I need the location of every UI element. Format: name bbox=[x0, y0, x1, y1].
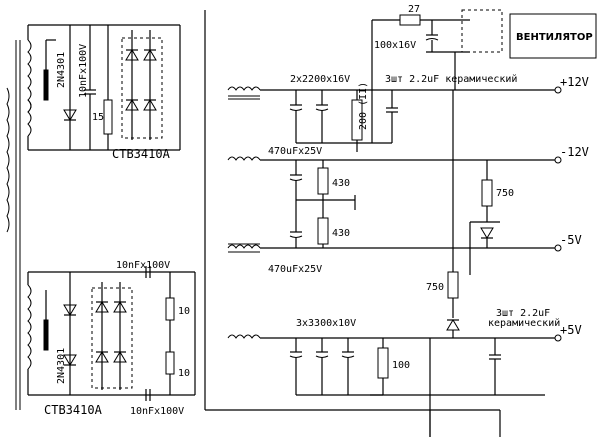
label-cap-470-top: 470uFx25V bbox=[268, 146, 322, 157]
top-rectifier-block bbox=[27, 24, 181, 151]
label-caps-5v: 3x3300x10V bbox=[296, 318, 356, 329]
label-res-430-b: 430 bbox=[332, 228, 350, 239]
label-res-430-a: 430 bbox=[332, 178, 350, 189]
label-res-200: 200 (II) bbox=[358, 82, 369, 130]
label-res-10-b: 10 bbox=[178, 368, 190, 379]
label-cap-bot-snub-top: 10nFx100V bbox=[116, 260, 170, 271]
rails bbox=[260, 86, 562, 396]
label-caps-12v: 2x2200x16V bbox=[290, 74, 350, 85]
label-rail-p12: +12V bbox=[560, 75, 589, 89]
filter-12v bbox=[289, 19, 400, 152]
label-res-750-mid: 750 bbox=[426, 282, 444, 293]
label-res-750-right: 750 bbox=[496, 188, 514, 199]
bottom-rectifier-block bbox=[27, 266, 196, 401]
label-res-15: 15 bbox=[92, 112, 104, 123]
label-cap-bot-snub-bot: 10nFx100V bbox=[130, 406, 184, 417]
label-cap-top-snub: 10nFx100V bbox=[78, 44, 89, 98]
label-rail-m5: -5V bbox=[560, 233, 582, 247]
label-cap-470-bot: 470uFx25V bbox=[268, 264, 322, 275]
primary-transformer bbox=[6, 40, 21, 410]
fan-circuit bbox=[399, 9, 597, 90]
label-chip-bot: CTB3410A bbox=[44, 403, 103, 417]
label-diode-top: 2N4301 bbox=[56, 52, 67, 88]
label-resistor-27: 27 bbox=[408, 4, 420, 15]
label-res-10-a: 10 bbox=[178, 306, 190, 317]
coupled-inductor bbox=[227, 86, 261, 339]
filter-m12-m5 bbox=[289, 160, 356, 248]
bias-network bbox=[429, 90, 500, 437]
label-fan: ВЕНТИЛЯТОР bbox=[516, 32, 593, 43]
label-rail-p5: +5V bbox=[560, 323, 582, 337]
label-cap-fan: 100x16V bbox=[374, 40, 416, 51]
label-res-100: 100 bbox=[392, 360, 410, 371]
label-chip-top: CTB3410A bbox=[112, 147, 171, 161]
label-diode-bot: 2N4301 bbox=[56, 348, 67, 384]
filter-5v bbox=[289, 338, 501, 396]
label-rail-m12: -12V bbox=[560, 145, 589, 159]
label-ceramic-12v: 3шт 2.2uF керамический bbox=[385, 73, 517, 85]
label-ceramic-5v-line2: керамический bbox=[488, 317, 560, 329]
label-ceramic-5v-line1: 3шт 2.2uF bbox=[496, 308, 550, 319]
